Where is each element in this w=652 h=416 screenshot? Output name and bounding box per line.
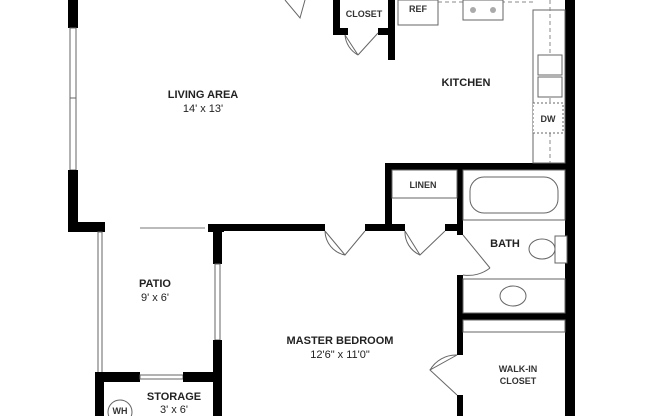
toilet [528, 238, 556, 260]
walls [68, 0, 575, 416]
storage-size: 3' x 6' [160, 404, 188, 416]
ref-label: REF [409, 4, 428, 14]
water-heater [107, 399, 133, 416]
patio-size: 9' x 6' [141, 292, 169, 304]
dishwasher [532, 102, 564, 134]
dw-label: DW [541, 114, 556, 124]
sink [499, 285, 527, 307]
living-area-label: LIVING AREA [168, 89, 239, 101]
fixtures [107, 0, 568, 416]
master-bedroom-size: 12'6" x 11'0" [310, 349, 370, 361]
storage-label: STORAGE [147, 391, 201, 403]
sink-basin [537, 54, 563, 76]
wh-label: WH [113, 406, 128, 416]
walk-in-closet-label: WALK-IN [499, 364, 538, 374]
living-area-size: 14' x 13' [183, 103, 223, 115]
bath-label: BATH [490, 238, 520, 250]
patio-label: PATIO [139, 278, 171, 290]
kitchen-label: KITCHEN [442, 77, 491, 89]
bathtub [469, 176, 559, 214]
linen-label: LINEN [410, 180, 437, 190]
labels: LIVING AREA 14' x 13' KITCHEN CLOSET REF… [113, 4, 556, 416]
refrigerator [397, 0, 439, 26]
closet-label: CLOSET [346, 9, 383, 19]
range [462, 0, 504, 21]
sink-basin [537, 76, 563, 98]
walk-in-closet-label-2: CLOSET [500, 376, 537, 386]
master-bedroom-label: MASTER BEDROOM [287, 335, 394, 347]
